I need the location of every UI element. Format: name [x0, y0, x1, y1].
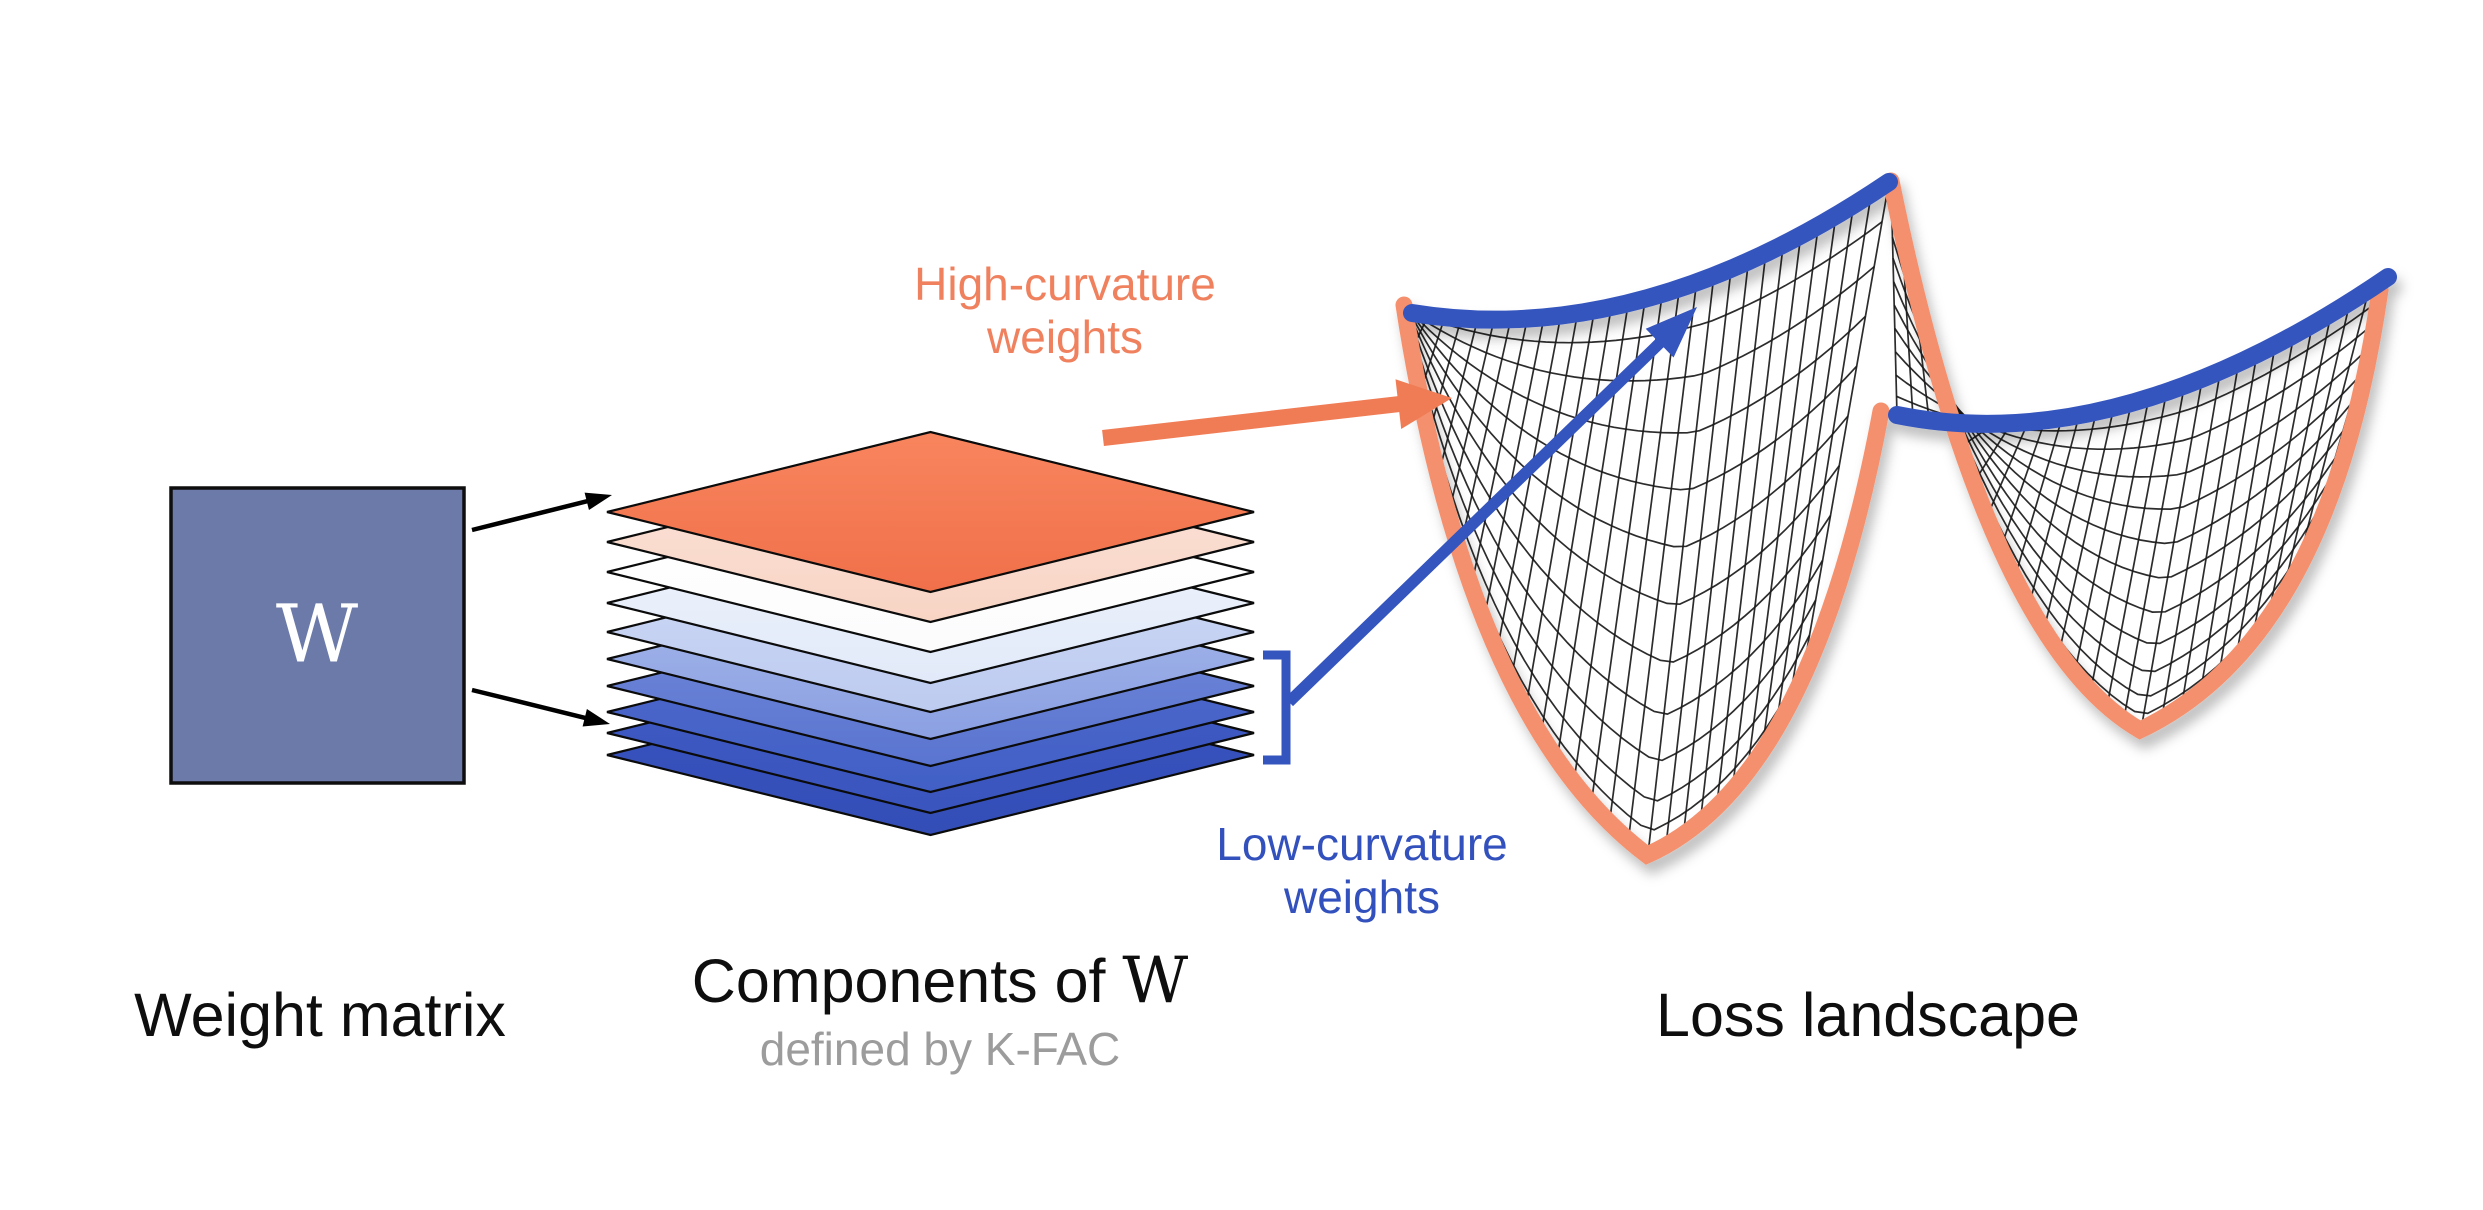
weight-matrix-caption: Weight matrix	[134, 981, 506, 1049]
component-stack	[606, 430, 1255, 837]
orange-valley-curve-left	[1395, 296, 1890, 865]
stack-high-curvature-layer	[606, 430, 1255, 594]
components-caption: Components of W	[692, 944, 1188, 1018]
high-curvature-line2: weights	[987, 311, 1143, 364]
matrix-letter: W	[275, 587, 359, 681]
loss-landscape	[1395, 172, 2397, 865]
weight-matrix-square	[169, 486, 466, 785]
low-curvature-bracket	[1263, 650, 1291, 765]
blue-rim-right	[1888, 268, 2397, 433]
low-curvature-arrow	[1285, 307, 1697, 707]
black-arrow-top	[471, 492, 612, 533]
components-caption-prefix: Components of	[691, 947, 1123, 1015]
high-curvature-arrow	[1102, 379, 1452, 446]
orange-valley-curve-right	[1882, 172, 2389, 740]
components-caption-w: W	[1122, 944, 1189, 1018]
low-curvature-line2: weights	[1284, 871, 1440, 924]
blue-rim-left	[1403, 173, 1898, 329]
loss-landscape-caption: Loss landscape	[1656, 981, 2080, 1049]
high-curvature-line1: High-curvature	[914, 258, 1216, 310]
valley-edges	[1395, 172, 2397, 865]
components-subcaption: defined by K-FAC	[759, 1023, 1121, 1075]
black-arrow-bottom	[471, 687, 610, 727]
valley-mesh-left	[1403, 181, 1890, 855]
low-curvature-label: Low-curvature weights	[1216, 818, 1507, 925]
low-curvature-line1: Low-curvature	[1216, 818, 1508, 870]
high-curvature-label: High-curvature weights	[914, 258, 1216, 365]
